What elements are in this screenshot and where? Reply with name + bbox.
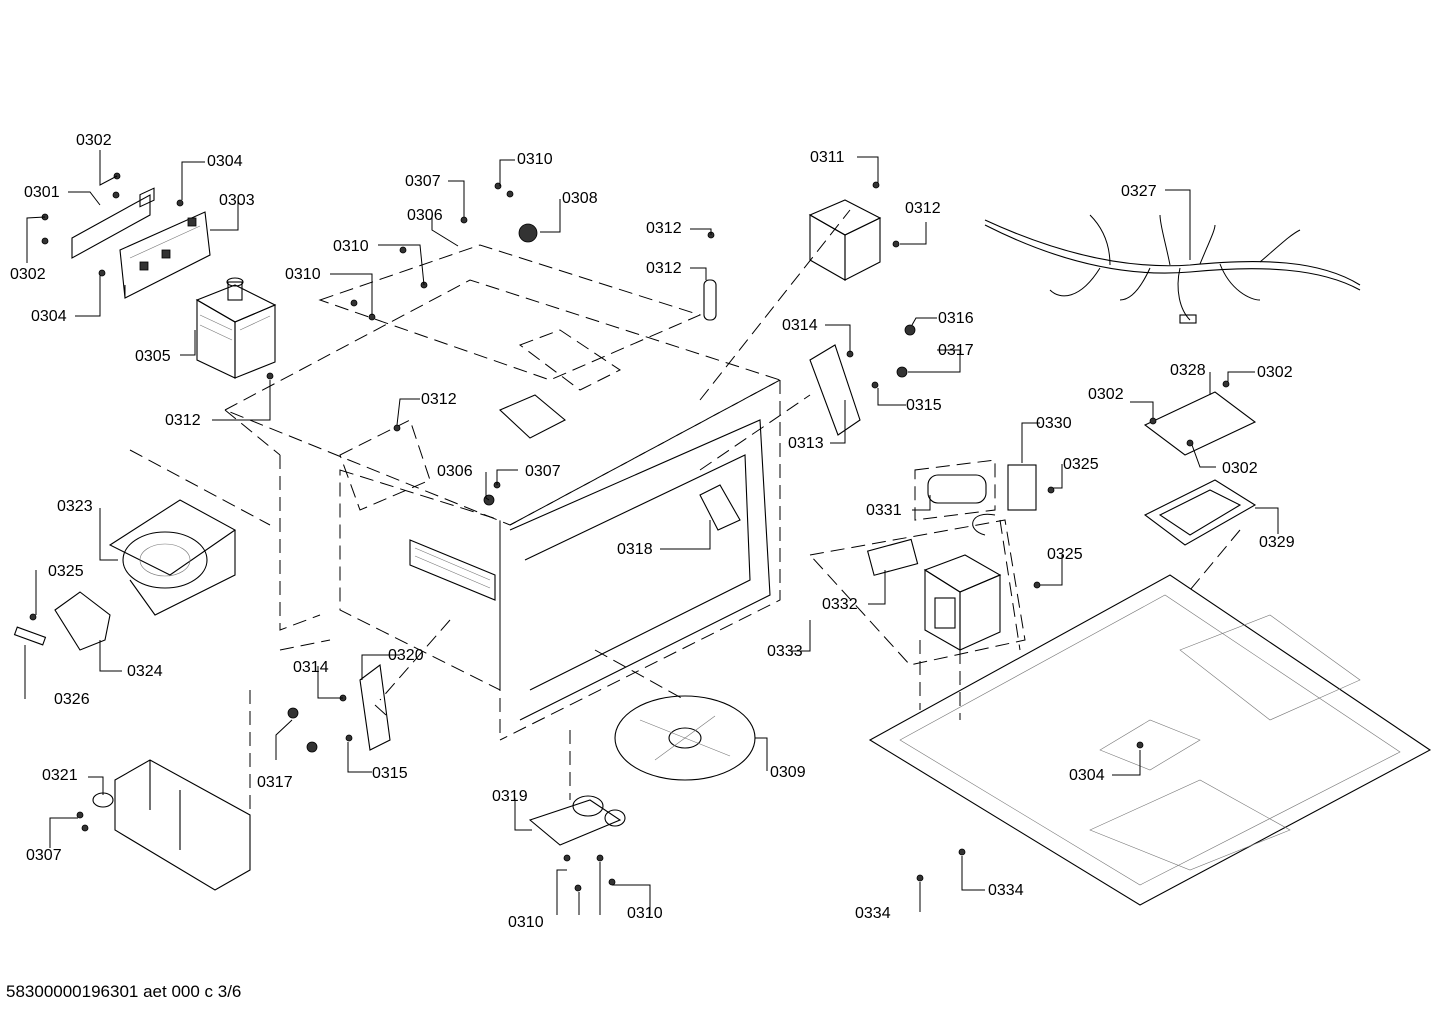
part-label-0324: 0324 (127, 663, 163, 680)
part-label-0314: 0314 (293, 659, 329, 676)
part-label-0301: 0301 (24, 184, 60, 201)
part-label-0304: 0304 (31, 308, 67, 325)
part-label-0316: 0316 (938, 310, 974, 327)
part-label-0306: 0306 (437, 463, 473, 480)
part-label-0304: 0304 (207, 153, 243, 170)
control-module-group (71, 187, 211, 299)
panel-frame-group (1143, 479, 1257, 546)
part-label-0329: 0329 (1259, 534, 1295, 551)
part-label-0310: 0310 (517, 151, 553, 168)
part-label-0325: 0325 (1047, 546, 1083, 563)
cover-plate (54, 591, 111, 651)
part-label-0307: 0307 (525, 463, 561, 480)
part-label-0317: 0317 (938, 342, 974, 359)
part-label-0333: 0333 (767, 643, 803, 660)
part-label-0304: 0304 (1069, 767, 1105, 784)
main-cavity-group (223, 209, 851, 741)
part-label-0307: 0307 (405, 173, 441, 190)
part-label-0332: 0332 (822, 596, 858, 613)
rear-housing-group (92, 690, 251, 891)
screw-icons-group (29, 172, 1230, 892)
part-label-0302: 0302 (1257, 364, 1293, 381)
document-reference: 58300000196301 aet 000 c 3/6 (6, 982, 242, 1001)
magnetron-group (195, 277, 277, 379)
part-label-0331: 0331 (866, 502, 902, 519)
part-label-0312: 0312 (905, 200, 941, 217)
part-label-0312: 0312 (646, 220, 682, 237)
part-label-0325: 0325 (1063, 456, 1099, 473)
sensor-board (1143, 391, 1257, 456)
part-label-0305: 0305 (135, 348, 171, 365)
door-switch-bracket (809, 344, 861, 436)
part-label-0312: 0311 (810, 149, 845, 166)
part-label-0310: 0310 (285, 266, 321, 283)
part-label-0302: 0302 (76, 132, 112, 149)
part-label-0315: 0315 (372, 765, 408, 782)
assembly-lines-group (279, 519, 1241, 800)
part-label-0312: 0312 (421, 391, 457, 408)
part-label-0328: 0328 (1170, 362, 1206, 379)
leader-lines-group (24, 150, 1279, 915)
part-label-0309: 0309 (770, 764, 806, 781)
part-label-0327: 0327 (1121, 183, 1157, 200)
part-label-0307: 0307 (26, 847, 62, 864)
part-label-0326: 0326 (54, 691, 90, 708)
part-label-0334: 0334 (988, 882, 1024, 899)
blower-fan-group (108, 449, 271, 616)
part-label-0323: 0323 (57, 498, 93, 515)
part-label-0315: 0315 (906, 397, 942, 414)
part-label-0302: 0302 (10, 266, 46, 283)
part-label-0319: 0319 (492, 788, 528, 805)
part-label-0302: 0302 (1088, 386, 1124, 403)
wire-harness-group (984, 214, 1361, 324)
part-label-0310: 0310 (333, 238, 369, 255)
part-label-0313: 0313 (788, 435, 824, 452)
capacitor-group (914, 459, 1037, 536)
part-label-0310: 0310 (627, 905, 663, 922)
part-label-0308: 0308 (562, 190, 598, 207)
part-label-0310: 0310 (508, 914, 544, 931)
part-label-0302: 0302 (1222, 460, 1258, 477)
part-label-0312: 0312 (165, 412, 201, 429)
part-label-0321: 0321 (42, 767, 78, 784)
part-label-0325: 0325 (48, 563, 84, 580)
turntable-motor-group (528, 795, 626, 846)
part-label-0334: 0334 (855, 905, 891, 922)
turntable-group (614, 695, 756, 781)
fuse (13, 626, 47, 646)
transformer-group (809, 519, 1026, 666)
part-label-0311: 0312 (646, 260, 682, 277)
part-label-0320: 0320 (388, 647, 424, 664)
part-label-0306: 0306 (407, 207, 443, 224)
part-label-0318: 0318 (617, 541, 653, 558)
part-label-0314: 0314 (782, 317, 818, 334)
base-plate-group (868, 574, 1432, 906)
switch-bracket (359, 663, 391, 751)
part-label-0330: 0330 (1036, 415, 1072, 432)
upper-bracket-group (808, 199, 882, 281)
part-label-0303: 0303 (219, 192, 255, 209)
part-label-0317: 0317 (257, 774, 293, 791)
